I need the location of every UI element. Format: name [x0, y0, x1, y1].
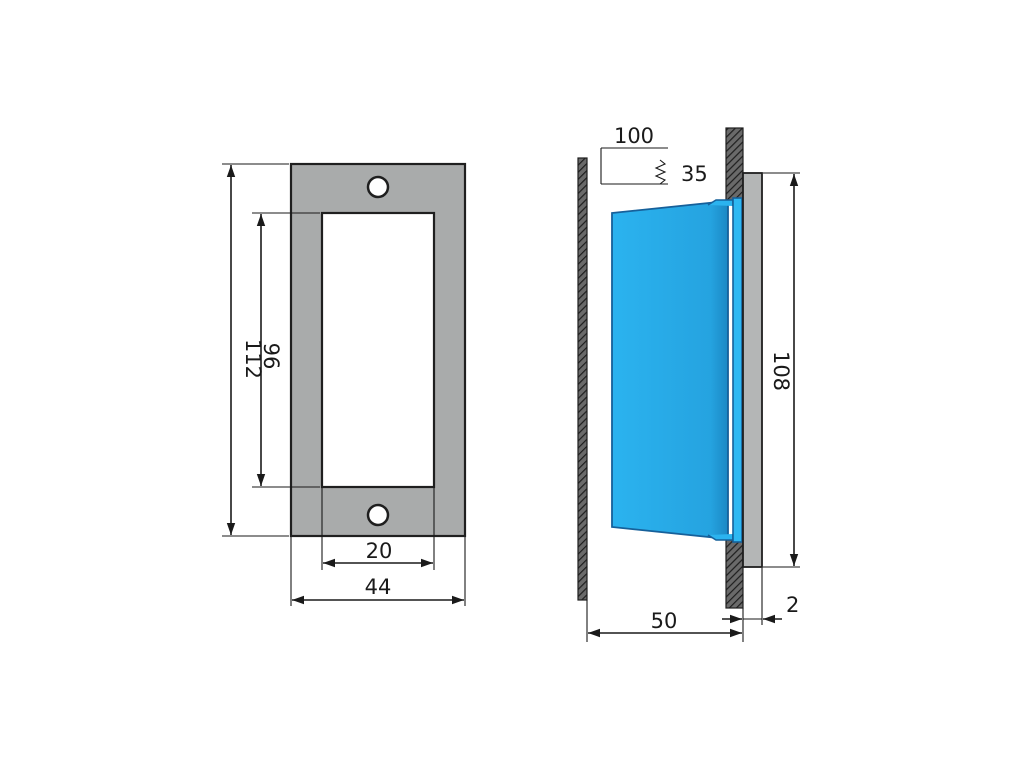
dim-plate-thickness: 2 [786, 593, 799, 617]
front-view: 112 96 20 44 [222, 162, 467, 606]
side-cover-plate [742, 172, 763, 568]
front-opening [320, 211, 436, 489]
front-wall-upper [725, 127, 744, 203]
dim-plate-height: 108 [769, 351, 793, 391]
brick-width-label: 100 [614, 124, 654, 148]
mounting-box-flange-bottom [707, 534, 734, 541]
dim-depth: 50 [651, 609, 678, 633]
mounting-box-flange-top [707, 199, 734, 206]
screw-hole-bottom [366, 503, 390, 527]
mounting-box-rim [732, 197, 743, 543]
brick-symbol: 100 35 [600, 124, 708, 186]
front-wall-lower [725, 539, 744, 609]
back-wall [577, 157, 588, 601]
dim-inner-height: 96 [259, 343, 283, 370]
dim-outer-width: 44 [365, 575, 392, 599]
side-view: 100 35 108 50 2 [577, 124, 800, 642]
brick-height-label: 35 [681, 162, 708, 186]
dim-inner-width: 20 [366, 539, 393, 563]
screw-hole-top [366, 175, 390, 199]
break-line-icon [654, 159, 667, 185]
mounting-box-body [611, 200, 729, 540]
